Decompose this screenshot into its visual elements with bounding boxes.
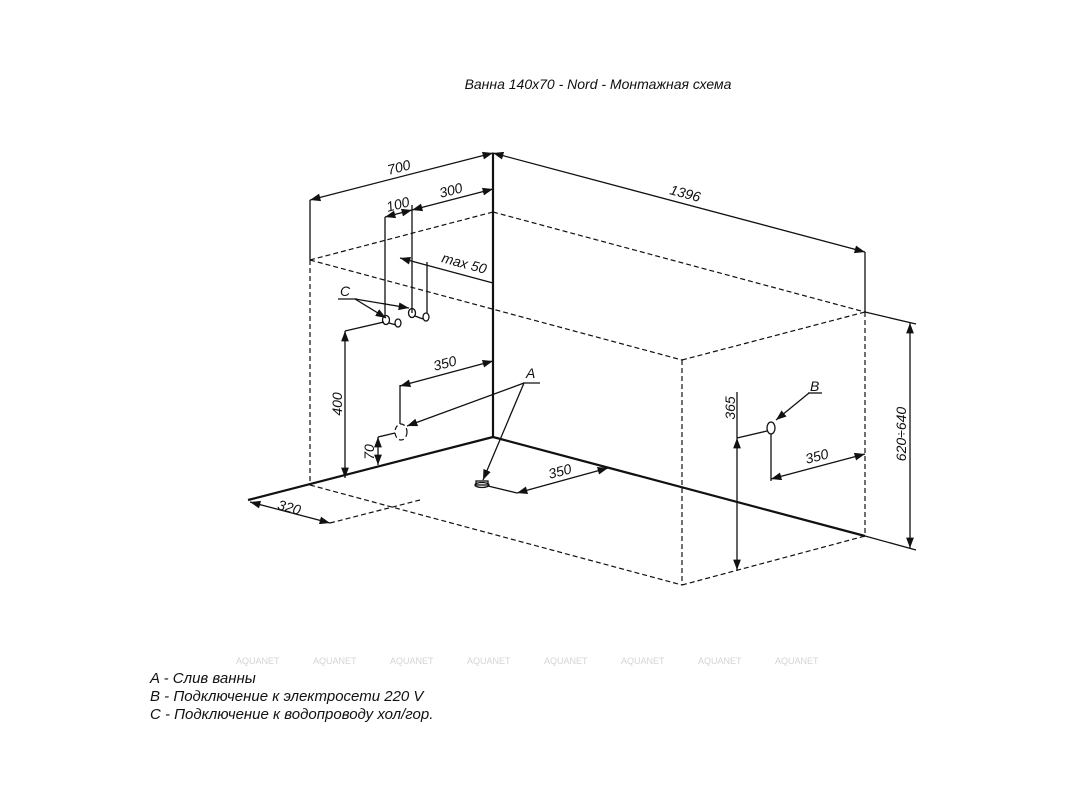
svg-text:AQUANET: AQUANET	[236, 656, 280, 666]
overflow-hole-icon	[394, 423, 408, 441]
svg-text:AQUANET: AQUANET	[698, 656, 742, 666]
dim-drain-offset-wall: 350	[431, 352, 458, 373]
svg-text:AQUANET: AQUANET	[467, 656, 511, 666]
dim-floor-offset: 320	[276, 496, 303, 518]
water-pipe-icon	[407, 307, 430, 322]
svg-text:AQUANET: AQUANET	[313, 656, 357, 666]
legend-item-a: A - Слив ванны	[150, 670, 256, 687]
dim-floor-drain-offset: 350	[546, 460, 573, 481]
label-b: B	[810, 378, 819, 394]
dim-pipe-spacing: 100	[384, 193, 411, 214]
dim-electric-height: 365	[722, 396, 738, 420]
water-pipe-icon	[381, 314, 402, 328]
watermark: AQUANET AQUANET AQUANET AQUANET AQUANET …	[236, 656, 819, 666]
dim-length: 1396	[668, 181, 702, 205]
dim-electric-offset: 350	[803, 445, 830, 466]
electric-outlet-icon	[766, 421, 776, 435]
diagram-title: Ванна 140x70 - Nord - Монтажная схема	[465, 76, 732, 92]
legend-item-b: B - Подключение к электросети 220 V	[150, 688, 424, 705]
dim-bath-height: 620÷640	[893, 407, 909, 462]
svg-text:AQUANET: AQUANET	[775, 656, 819, 666]
label-c: C	[340, 283, 351, 299]
dim-pipe-offset: 300	[437, 179, 464, 200]
legend-item-c: C - Подключение к водопроводу хол/гор.	[150, 706, 434, 723]
floor-drain-icon	[474, 480, 490, 489]
dim-width: 700	[385, 156, 412, 177]
svg-text:AQUANET: AQUANET	[621, 656, 665, 666]
dim-max-depth: max 50	[440, 250, 489, 277]
dim-pipe-height: 400	[329, 392, 345, 416]
svg-text:AQUANET: AQUANET	[390, 656, 434, 666]
label-a: A	[525, 365, 535, 381]
svg-text:AQUANET: AQUANET	[544, 656, 588, 666]
dim-drain-height: 70	[361, 444, 377, 460]
